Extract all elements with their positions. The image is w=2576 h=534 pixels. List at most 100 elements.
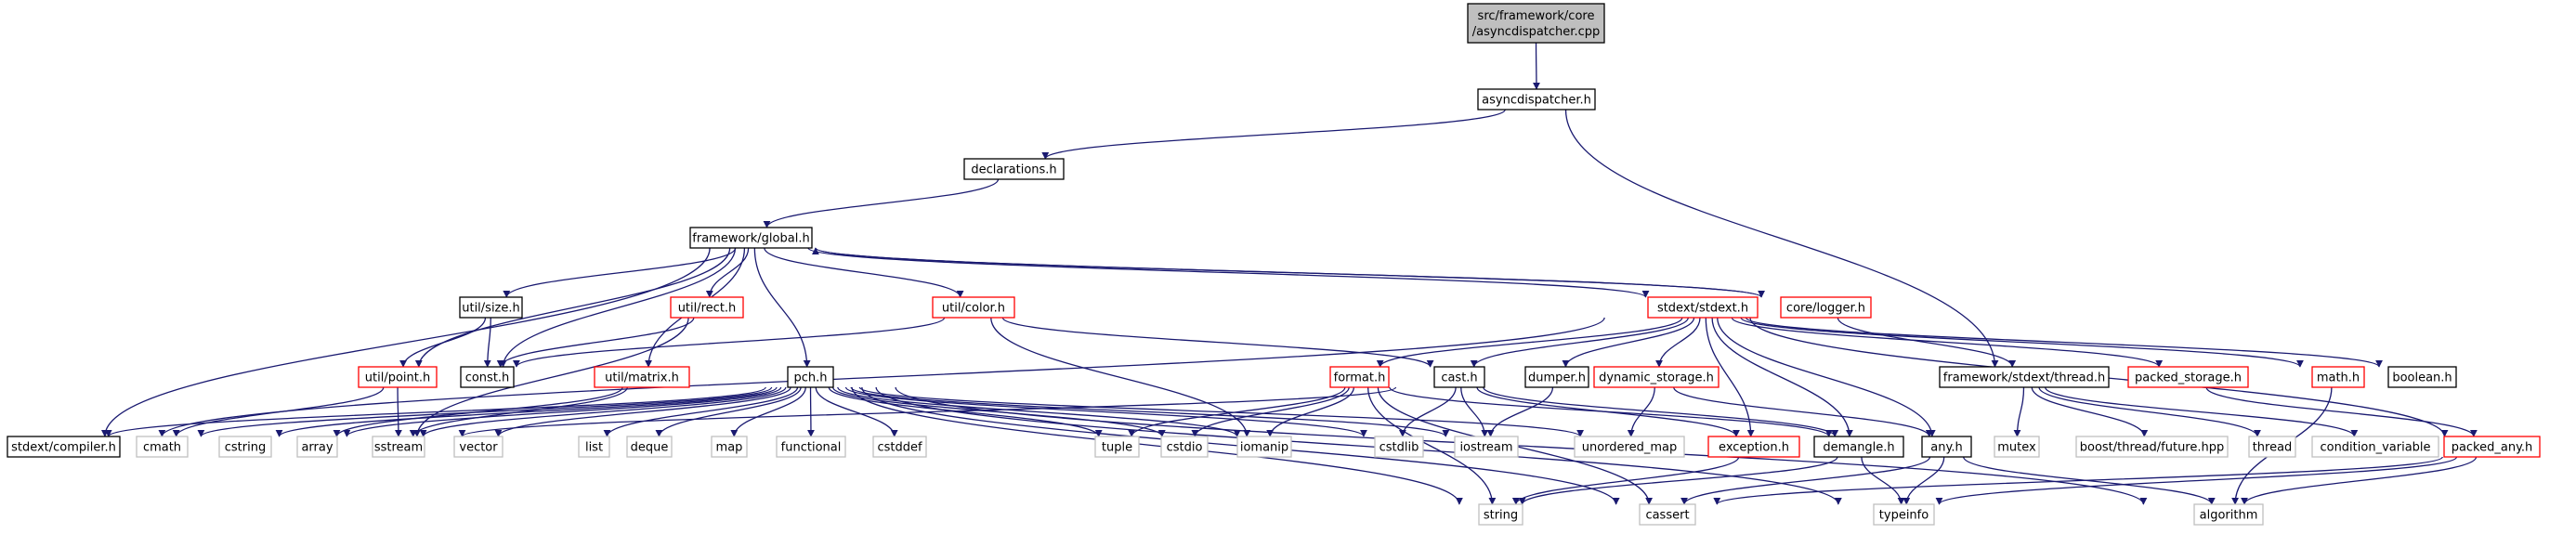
node-array[interactable]: array [296,436,338,458]
edge-dynamic-storage-to-unordered-map [1627,386,1655,437]
node-global[interactable]: framework/global.h [689,227,813,249]
node-cstdlib[interactable]: cstdlib [1374,436,1424,458]
node-label: vector [459,441,498,455]
node-cstring[interactable]: cstring [218,436,272,458]
node-label: pch.h [793,371,827,385]
node-asyncdispatcher[interactable]: asyncdispatcher.h [1477,88,1596,111]
node-label: util/matrix.h [605,371,679,385]
node-format[interactable]: format.h [1329,366,1390,388]
edge-pch-to-cstdlib [844,386,1367,437]
node-label: string [1484,509,1518,523]
node-box [932,296,1015,319]
node-dumper[interactable]: dumper.h [1524,366,1589,388]
node-math[interactable]: math.h [2311,366,2365,388]
edge-pch-to-tuple [828,386,1103,437]
edge-rect-to-const [496,317,695,368]
node-map[interactable]: map [711,436,748,458]
node-functional[interactable]: functional [776,436,846,458]
node-list[interactable]: list [578,436,610,458]
edge-global-to-color [764,247,964,298]
edge-packed-any-to-typeinfo [1935,456,2458,505]
node-algorithm[interactable]: algorithm [2193,503,2264,526]
edge-thread-h-to-future [2031,386,2149,437]
node-label: dynamic_storage.h [1599,371,1714,385]
node-box [1921,436,1972,458]
node-label: functional [781,441,842,455]
node-packed-any[interactable]: packed_any.h [2443,436,2541,458]
node-label: util/rect.h [678,302,737,316]
node-label: unordered_map [1582,441,1678,455]
edge-thread-h-to-thread [2038,386,2261,437]
edge-logger-to-thread-h [1837,317,2017,368]
node-point[interactable]: util/point.h [358,366,438,388]
node-box [1160,436,1209,458]
node-label: cstdlib [1380,441,1419,455]
edge-pch-to-compiler [104,386,766,437]
node-label: demangle.h [1823,441,1894,455]
node-box [626,436,673,458]
edge-pch-to-algorithm [895,386,2148,505]
edge-stdext-to-cast [1470,317,1689,368]
node-iostream[interactable]: iostream [1454,436,1519,458]
node-label: boolean.h [2392,371,2452,385]
node-cstdio[interactable]: cstdio [1160,436,1209,458]
edge-packed-any-to-algorithm [2241,456,2478,505]
node-box [689,227,813,249]
node-dynamic-storage[interactable]: dynamic_storage.h [1593,366,1720,388]
node-cmath[interactable]: cmath [136,436,189,458]
node-src: src/framework/core/asyncdispatcher.cpp [1467,3,1605,44]
node-future[interactable]: boost/thread/future.hpp [2075,436,2229,458]
node-exception[interactable]: exception.h [1707,436,1800,458]
node-thread-h[interactable]: framework/stdext/thread.h [1939,366,2110,388]
node-label: packed_storage.h [2135,371,2242,385]
edge-cast-to-iostream [1460,386,1489,437]
node-unordered-map[interactable]: unordered_map [1574,436,1685,458]
node-label: stdext/compiler.h [11,441,116,455]
node-const[interactable]: const.h [460,366,515,388]
node-rect[interactable]: util/rect.h [670,296,744,319]
node-box [2311,366,2365,388]
node-vector[interactable]: vector [453,436,503,458]
node-iomanip[interactable]: iomanip [1236,436,1292,458]
node-label: src/framework/core [1478,9,1595,23]
node-cassert[interactable]: cassert [1639,503,1696,526]
node-box [1707,436,1800,458]
node-color[interactable]: util/color.h [932,296,1015,319]
node-label: mutex [1997,441,2036,455]
node-compiler[interactable]: stdext/compiler.h [7,436,121,458]
node-string[interactable]: string [1478,503,1523,526]
node-declarations[interactable]: declarations.h [963,158,1065,180]
node-demangle[interactable]: demangle.h [1813,436,1904,458]
node-box [1329,366,1390,388]
edge-global-to-point [414,247,731,368]
node-thread[interactable]: thread [2248,436,2296,458]
node-label: deque [631,441,669,455]
node-boolean[interactable]: boolean.h [2387,366,2457,388]
node-typeinfo[interactable]: typeinfo [1873,503,1935,526]
node-cast[interactable]: cast.h [1433,366,1485,388]
edge-stdext-to-boolean [1745,317,2383,368]
node-sstream[interactable]: sstream [372,436,425,458]
node-any[interactable]: any.h [1921,436,1972,458]
node-deque[interactable]: deque [626,436,673,458]
edge-color-to-iomanip [990,317,1251,437]
node-condvar[interactable]: condition_variable [2311,436,2439,458]
node-label: const.h [465,371,510,385]
edge-global-to-rect [705,247,750,298]
node-label: math.h [2317,371,2360,385]
node-pch[interactable]: pch.h [787,366,834,388]
edge-packed-any-to-cassert [1713,456,2443,505]
edge-pch-to-string [851,386,1463,505]
node-stdext[interactable]: stdext/stdext.h [1647,296,1759,319]
node-label: tuple [1102,441,1132,455]
node-tuple[interactable]: tuple [1094,436,1140,458]
edge-dumper-to-iostream [1486,386,1554,437]
node-logger[interactable]: core/logger.h [1780,296,1872,319]
node-label: algorithm [2200,509,2258,523]
node-matrix[interactable]: util/matrix.h [594,366,690,388]
edge-stdext-to-packed-storage [1731,317,2164,368]
node-size[interactable]: util/size.h [459,296,523,319]
node-cstddef[interactable]: cstddef [872,436,927,458]
node-mutex[interactable]: mutex [1994,436,2040,458]
node-packed-storage[interactable]: packed_storage.h [2127,366,2249,388]
